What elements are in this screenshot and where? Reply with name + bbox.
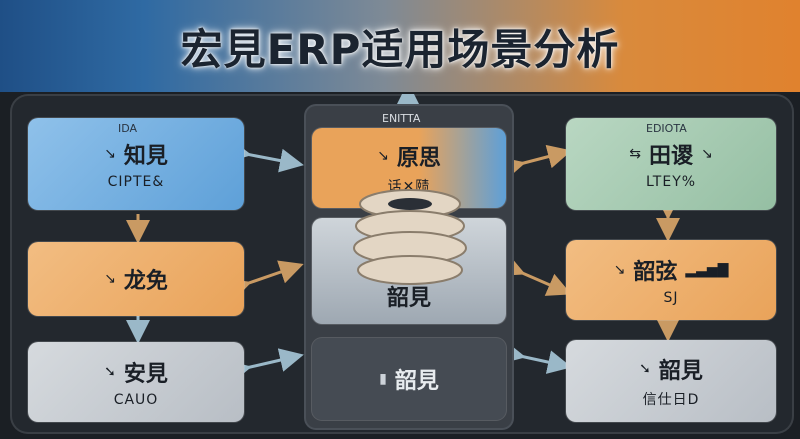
- card-right-mid: ↘ 韶弦 ▂▃▅▇ SJ: [566, 240, 776, 320]
- card-left-bot: ➘ 安見 CAUO: [28, 342, 244, 422]
- chart-icon: ↘: [613, 262, 626, 278]
- card-label: 韶見: [386, 286, 431, 311]
- card-mini-label: IDA: [118, 122, 138, 135]
- arrow-icon: ➘: [639, 361, 651, 377]
- card-right-top: EDIOTA ⇆ 田谡 ↘ LTEY%: [566, 118, 776, 210]
- bar-chart-icon: ▂▃▅▇: [685, 262, 729, 278]
- card-label: 安見: [123, 362, 168, 387]
- card-label: 龙免: [123, 269, 168, 294]
- chart-icon: ↘: [104, 271, 116, 287]
- connector-arrow: [225, 260, 304, 302]
- gear-icon: [353, 189, 467, 285]
- card-label: 知見: [123, 144, 168, 169]
- card-sub: LTEY%: [645, 174, 697, 190]
- card-left-mid: ↘ 龙免: [28, 242, 244, 316]
- card-label: 韶弦: [633, 260, 678, 285]
- card-mini-label: ENITTA: [382, 112, 421, 125]
- card-sub: CAUO: [113, 392, 159, 408]
- center-bot-card: ▮ 韶見: [312, 338, 506, 420]
- arrow-icon: ⇆: [629, 146, 641, 162]
- card-right-bot: ➘ 韶見 信仕日D: [566, 340, 776, 422]
- card-label: 韶見: [658, 359, 703, 384]
- card-mini-label: EDIOTA: [646, 122, 687, 135]
- diagram-board: IDA ↘知見 CIPTE& ↘龙免 ➘安見 CAUO ENITTA ↘原思 话…: [10, 94, 794, 434]
- connector-arrow: [499, 144, 572, 181]
- card-sub: 信仕日D: [642, 392, 700, 408]
- chart-icon: ↘: [104, 146, 116, 162]
- connector-layer: [126, 94, 680, 384]
- page-title: 宏見ERP适用场景分析: [180, 24, 620, 74]
- card-label: 田谡: [648, 144, 693, 169]
- connector-arrow: [225, 348, 304, 384]
- bar-chart-icon: ▮: [379, 371, 387, 387]
- chart-icon: ↘: [701, 146, 713, 162]
- title-banner: 宏見ERP适用场景分析: [0, 0, 800, 92]
- chart-icon: ↘: [377, 148, 389, 164]
- card-left-top: IDA ↘ 知見 CIPTE&: [28, 118, 244, 210]
- card-sub: CIPTE&: [107, 174, 165, 190]
- arrow-icon: ➘: [104, 364, 116, 380]
- card-label: 韶見: [394, 369, 439, 394]
- card-sub: SJ: [663, 290, 679, 306]
- card-label: 原思: [396, 146, 441, 171]
- connector-arrow: [499, 340, 572, 374]
- connector-arrow: [498, 253, 572, 296]
- connector-arrow: [226, 138, 304, 173]
